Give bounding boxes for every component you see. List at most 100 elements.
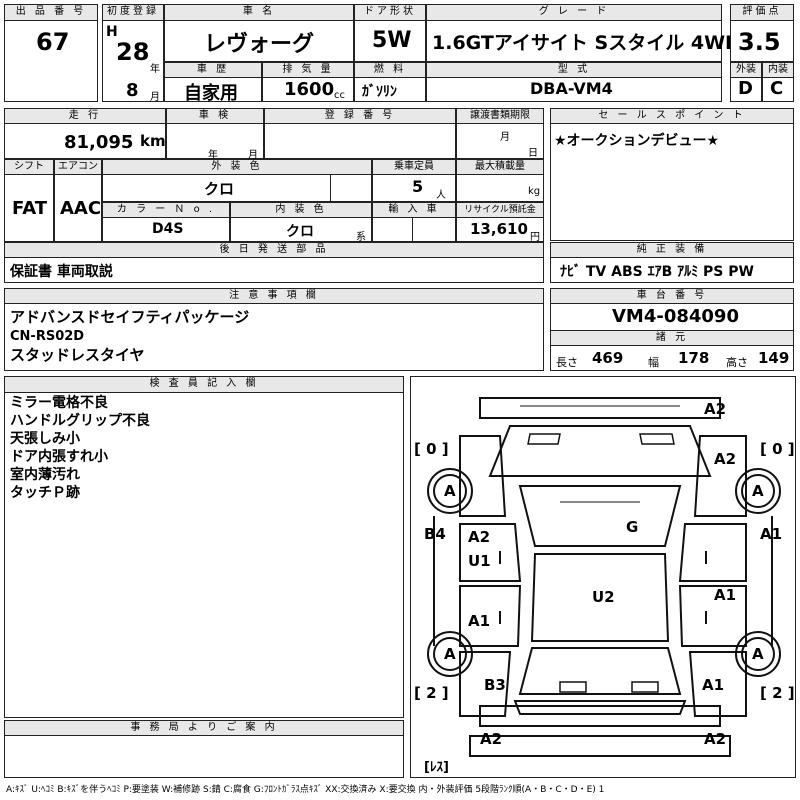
wheel-fl-mark: A bbox=[444, 482, 456, 500]
inspector-line-4: ドア内張すれ小 bbox=[10, 449, 108, 465]
grade-header: グ レ ー ド bbox=[426, 4, 722, 21]
notes-line-3: スタッドレスタイヤ bbox=[10, 346, 145, 364]
mark-left-front-door: A2 bbox=[468, 528, 491, 546]
mark-rear-bumper-right: A2 bbox=[704, 730, 727, 748]
history-header: 車 歴 bbox=[164, 62, 262, 78]
score-box bbox=[730, 20, 794, 62]
import-divider bbox=[412, 217, 456, 242]
sales-point-header: セ ー ル ス ポ イ ン ト bbox=[550, 108, 794, 124]
length-label: 長さ bbox=[556, 356, 578, 369]
tire-left-bottom: [ 2 ] bbox=[414, 684, 449, 702]
tire-right-top: [ 0 ] bbox=[760, 440, 795, 458]
mark-front-bumper-right: A2 bbox=[704, 400, 727, 418]
era-value: H bbox=[106, 24, 118, 40]
inspection-month-unit: 月 bbox=[248, 150, 258, 161]
notes-header: 注 意 事 項 欄 bbox=[4, 288, 544, 304]
month-unit: 月 bbox=[150, 92, 160, 103]
mark-rear-bumper-left: A2 bbox=[480, 730, 503, 748]
notes-box bbox=[4, 303, 544, 371]
import-header: 輸 入 車 bbox=[372, 202, 456, 218]
cc-unit: cc bbox=[334, 90, 345, 101]
lot-no-value: 67 bbox=[36, 28, 70, 56]
person-unit: 人 bbox=[436, 190, 446, 201]
inspector-line-3: 天張しみ小 bbox=[10, 431, 80, 447]
model-code-header: 型 式 bbox=[426, 62, 722, 78]
wheel-rr-mark: A bbox=[752, 645, 764, 663]
shift-value: FAT bbox=[12, 198, 48, 219]
transfer-header: 譲渡書類期限 bbox=[456, 108, 544, 124]
mileage-header: 走 行 bbox=[4, 108, 166, 124]
later-parts-header: 後 日 発 送 部 品 bbox=[4, 242, 544, 258]
fuel-value: ｶﾞｿﾘﾝ bbox=[362, 84, 397, 100]
inspector-line-6: タッチＰ跡 bbox=[10, 485, 80, 501]
max-load-header: 最大積載量 bbox=[456, 159, 544, 175]
transfer-month-unit: 月 bbox=[500, 132, 510, 143]
door-value: 5W bbox=[372, 28, 412, 53]
inspector-line-5: 室内薄汚れ bbox=[10, 467, 80, 483]
spare-tire: [ﾚｽ] bbox=[424, 760, 449, 775]
kg-unit: kg bbox=[528, 186, 541, 197]
inspector-line-2: ハンドルグリップ不良 bbox=[10, 413, 150, 429]
mileage-box bbox=[4, 123, 166, 159]
registration-header: 登 録 番 号 bbox=[264, 108, 456, 124]
office-box bbox=[4, 735, 404, 778]
inspector-line-1: ミラー電格不良 bbox=[10, 395, 108, 411]
width-value: 178 bbox=[678, 349, 710, 367]
later-parts-box bbox=[4, 257, 544, 283]
mark-roof: U2 bbox=[592, 588, 615, 606]
tire-left-top: [ 0 ] bbox=[414, 440, 449, 458]
door-box bbox=[354, 20, 426, 62]
capacity-box bbox=[372, 174, 456, 202]
mileage-value: 81,095 bbox=[64, 132, 134, 153]
specs-header: 諸 元 bbox=[550, 330, 794, 346]
grade-value: 1.6GTアイサイト Sスタイル 4WD bbox=[432, 32, 741, 54]
aircon-box bbox=[54, 174, 102, 242]
mark-left-front-door-u: U1 bbox=[468, 552, 491, 570]
registration-box bbox=[264, 123, 456, 159]
inspector-box bbox=[4, 392, 404, 718]
chassis-no-box bbox=[550, 303, 794, 331]
mark-left-rear-door: A1 bbox=[468, 612, 491, 630]
sales-point-box bbox=[550, 123, 794, 241]
interior-header: 内装 bbox=[762, 62, 794, 78]
history-value: 自家用 bbox=[184, 83, 238, 104]
score-header: 評価点 bbox=[730, 4, 794, 21]
inspector-header: 検 査 員 記 入 欄 bbox=[4, 376, 404, 393]
transfer-day-unit: 日 bbox=[528, 148, 538, 159]
door-header: ドア形状 bbox=[354, 4, 426, 21]
color-no-box bbox=[102, 217, 230, 242]
mark-front-fender-right: A2 bbox=[714, 450, 737, 468]
max-load-box bbox=[456, 174, 544, 202]
damage-legend: A:ｷｽﾞ U:ﾍｺﾐ B:ｷｽﾞを伴うﾍｺﾐ P:要塗装 W:補修跡 S:錆 … bbox=[6, 785, 605, 795]
shift-header: シフト bbox=[4, 159, 54, 175]
km-unit: km bbox=[140, 132, 166, 150]
genuine-equipment-value: ﾅﾋﾞ TV ABS ｴｱB ｱﾙﾐ PS PW bbox=[560, 264, 754, 280]
width-label: 幅 bbox=[648, 356, 659, 369]
inspection-header: 車 検 bbox=[166, 108, 264, 124]
model-code-box bbox=[426, 77, 722, 102]
specs-box bbox=[550, 345, 794, 371]
reg-month-value: 8 bbox=[126, 80, 139, 101]
kei-unit: 系 bbox=[356, 232, 366, 243]
tire-right-bottom: [ 2 ] bbox=[760, 684, 795, 702]
aircon-value: AAC bbox=[60, 198, 102, 219]
aircon-header: エアコン bbox=[54, 159, 102, 175]
fuel-header: 燃 料 bbox=[354, 62, 426, 78]
inspection-year-unit: 年 bbox=[208, 150, 218, 161]
reg-year-value: 28 bbox=[116, 38, 150, 66]
model-code-value: DBA-VM4 bbox=[530, 79, 613, 98]
capacity-value: 5 bbox=[412, 177, 424, 196]
mark-windshield: G bbox=[626, 518, 639, 536]
exterior-grade-value: D bbox=[738, 78, 753, 99]
mark-left-front-pillar: B4 bbox=[424, 525, 446, 543]
lot-no-box bbox=[4, 20, 98, 102]
ext-color-value: クロ bbox=[204, 180, 235, 198]
int-color-box bbox=[230, 217, 372, 242]
first-reg-box bbox=[102, 20, 164, 102]
year-unit: 年 bbox=[150, 64, 160, 75]
displacement-value: 1600 bbox=[284, 79, 335, 100]
color-no-value: D4S bbox=[152, 221, 184, 237]
genuine-equipment-box bbox=[550, 257, 794, 283]
height-value: 149 bbox=[758, 349, 790, 367]
